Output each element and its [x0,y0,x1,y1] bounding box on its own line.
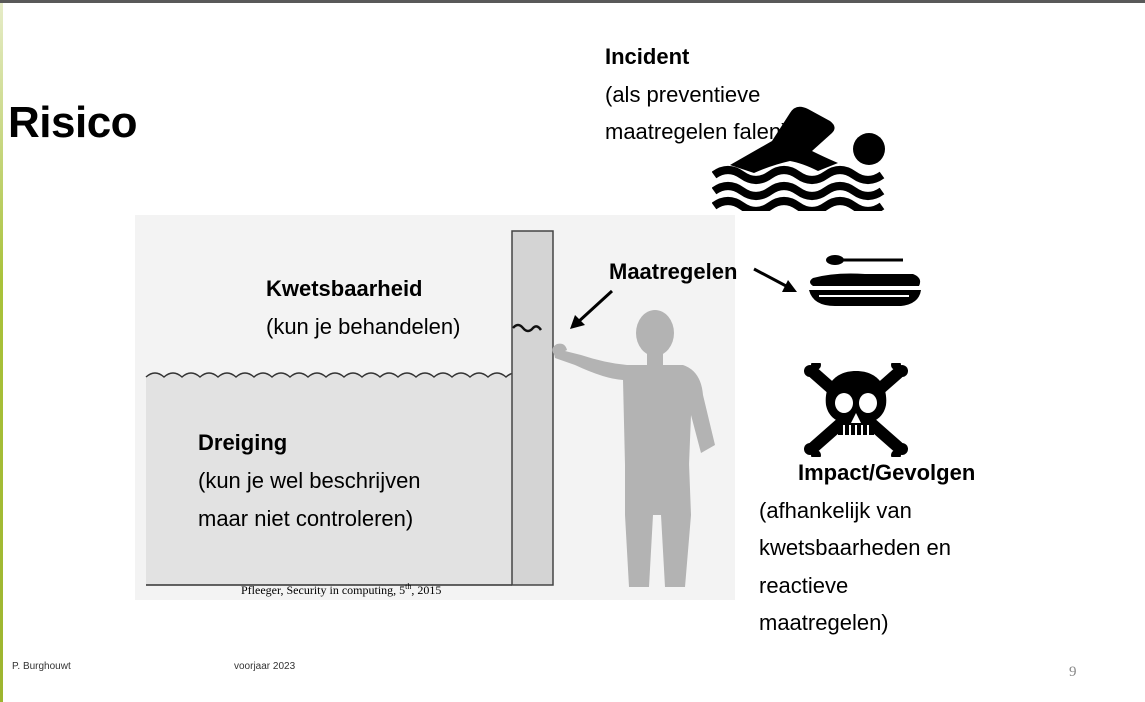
incident-heading: Incident [605,44,690,69]
top-bar [0,0,1145,3]
accent-bar [0,3,3,702]
dreiging-note-line1: (kun je wel beschrijven [198,468,421,493]
incident-note-line2: maatregelen falen) [605,119,789,144]
impact-note-line1: (afhankelijk van [759,498,912,523]
dinghy-icon [809,255,921,306]
arrow-to-leak-icon [570,289,614,329]
impact-note-line2: kwetsbaarheden en [759,535,952,560]
citation-year: , 2015 [411,583,442,597]
dam-wall [511,230,554,586]
page-number: 9 [1069,664,1077,680]
leak [512,323,543,333]
illustration-panel [135,215,735,600]
footer-author: P. Burghouwt [12,661,71,672]
citation-text: Pfleeger, Security in computing, 5 [241,583,406,597]
water [146,373,524,585]
citation-sup: th [405,582,412,591]
person-silhouette [552,310,715,587]
arrow-to-boat-icon [753,267,797,292]
dreiging-heading: Dreiging [198,430,288,455]
incident-note-line1: (als preventieve [605,82,761,107]
maatregelen-label: Maatregelen [609,259,738,284]
swimmer-icon [712,106,885,211]
kwetsbaarheid-heading: Kwetsbaarheid [266,276,423,301]
impact-note-line4: maatregelen) [759,610,889,635]
dreiging-note-line2: maar niet controleren) [198,506,414,531]
dam-illustration [145,230,715,587]
citation: Pfleeger, Security in computing, 5th, 20… [241,582,441,598]
skull-crossbones-icon [804,363,908,457]
impact-heading: Impact/Gevolgen [798,460,976,485]
impact-note-line3: reactieve [759,573,849,598]
slide-title: Risico [8,98,138,147]
footer-date: voorjaar 2023 [234,661,296,672]
kwetsbaarheid-note: (kun je behandelen) [266,314,461,339]
